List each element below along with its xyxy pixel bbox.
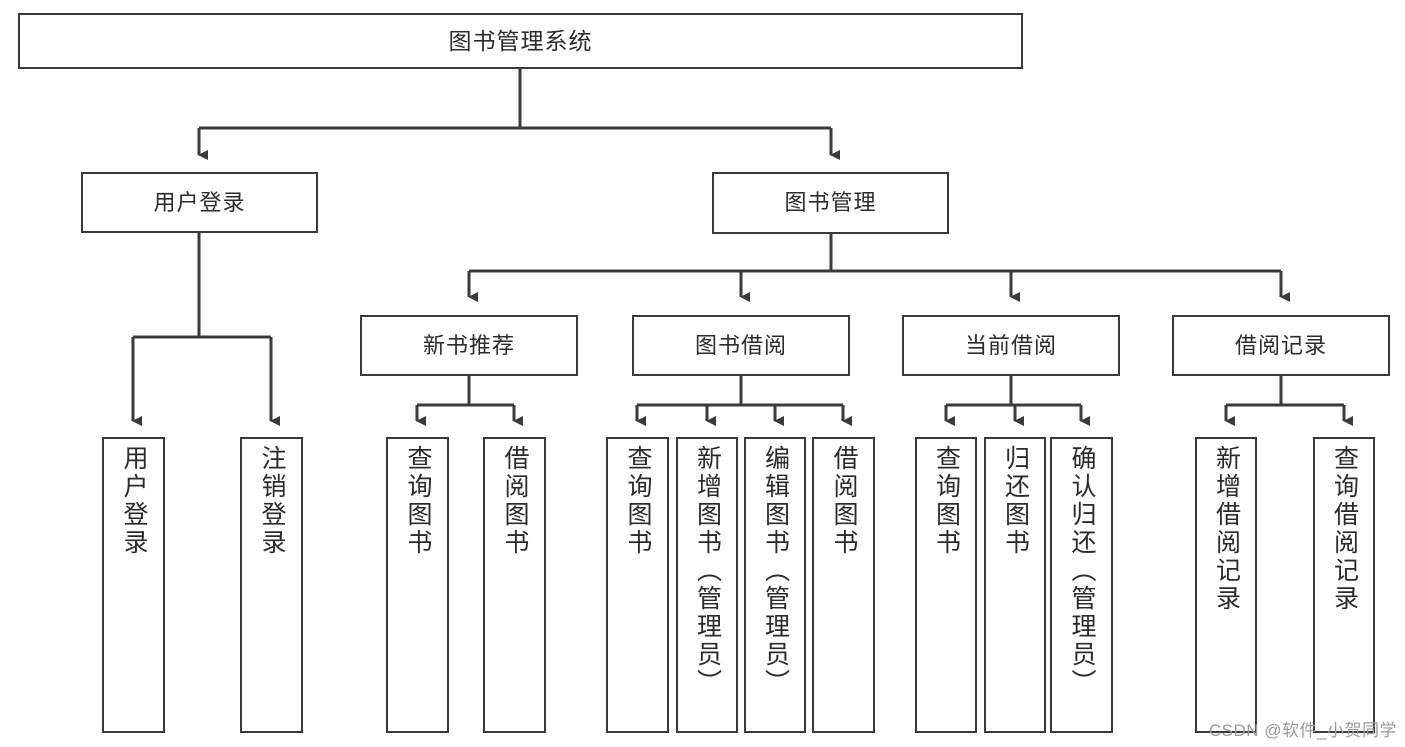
node-user-login[interactable]: 用户登录 (81, 172, 318, 233)
node-leaf-borrow-book-1[interactable]: 借阅图书 (483, 437, 546, 733)
node-leaf-query-book-3[interactable]: 查询图书 (915, 437, 977, 733)
node-leaf-return-book-label: 归还图书 (1001, 445, 1030, 557)
node-leaf-query-book-2[interactable]: 查询图书 (606, 437, 669, 733)
node-root[interactable]: 图书管理系统 (18, 13, 1023, 69)
node-leaf-logout-label: 注销登录 (258, 445, 286, 557)
node-leaf-confirm-return[interactable]: 确认归还（管理员） (1050, 437, 1113, 733)
node-borrow-record[interactable]: 借阅记录 (1172, 315, 1390, 376)
node-leaf-query-book-1-label: 查询图书 (404, 445, 432, 557)
node-leaf-query-record[interactable]: 查询借阅记录 (1313, 437, 1375, 733)
node-leaf-borrow-book-2[interactable]: 借阅图书 (812, 437, 875, 733)
node-current-borrow[interactable]: 当前借阅 (902, 315, 1120, 376)
node-book-manage-label: 图书管理 (784, 190, 877, 216)
node-leaf-edit-book[interactable]: 编辑图书（管理员） (744, 437, 806, 733)
node-leaf-logout[interactable]: 注销登录 (240, 437, 303, 733)
watermark-text: CSDN @软件_小贺同学 (1208, 721, 1397, 740)
node-leaf-borrow-book-1-label: 借阅图书 (501, 445, 529, 557)
node-leaf-return-book[interactable]: 归还图书 (984, 437, 1046, 733)
node-leaf-edit-book-label: 编辑图书（管理员） (761, 445, 790, 697)
node-leaf-confirm-return-label: 确认归还（管理员） (1068, 445, 1096, 697)
node-borrow-record-label: 借阅记录 (1234, 332, 1327, 358)
node-new-book-rec-label: 新书推荐 (422, 332, 515, 358)
node-leaf-user-login[interactable]: 用户登录 (102, 437, 165, 733)
node-current-borrow-label: 当前借阅 (964, 332, 1057, 358)
node-root-label: 图书管理系统 (448, 27, 593, 54)
node-leaf-query-book-2-label: 查询图书 (624, 445, 652, 557)
node-book-manage[interactable]: 图书管理 (712, 172, 949, 234)
node-leaf-add-record-label: 新增借阅记录 (1212, 445, 1241, 613)
node-book-borrow-label: 图书借阅 (694, 332, 787, 358)
node-new-book-rec[interactable]: 新书推荐 (360, 315, 578, 376)
node-leaf-add-record[interactable]: 新增借阅记录 (1195, 437, 1257, 733)
node-book-borrow[interactable]: 图书借阅 (632, 315, 850, 376)
node-user-login-label: 用户登录 (153, 189, 246, 215)
node-leaf-query-book-3-label: 查询图书 (932, 445, 961, 557)
node-leaf-add-book[interactable]: 新增图书（管理员） (676, 437, 738, 733)
node-leaf-query-record-label: 查询借阅记录 (1330, 445, 1359, 613)
node-leaf-query-book-1[interactable]: 查询图书 (386, 437, 449, 733)
node-leaf-add-book-label: 新增图书（管理员） (693, 445, 722, 697)
node-leaf-borrow-book-2-label: 借阅图书 (830, 445, 858, 557)
node-leaf-user-login-label: 用户登录 (120, 445, 148, 557)
